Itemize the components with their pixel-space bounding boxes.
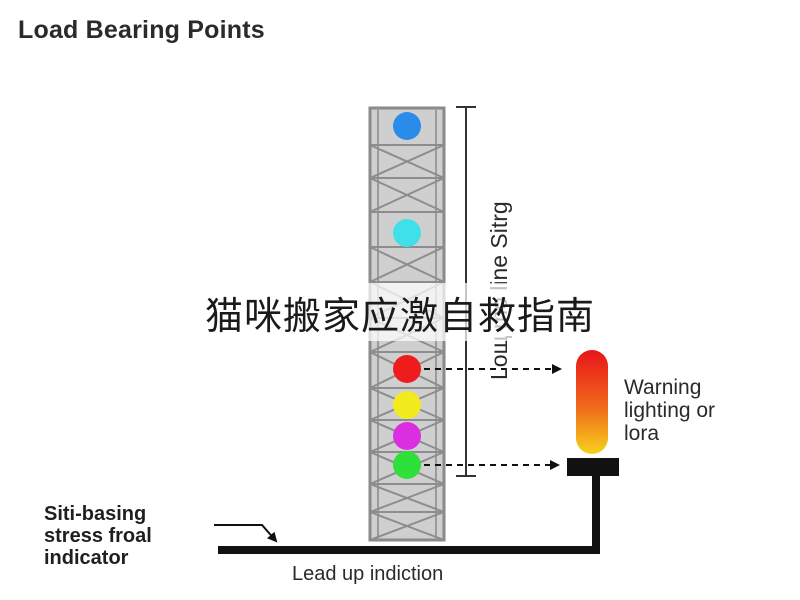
diagram-title: Load Bearing Points xyxy=(18,16,265,44)
lead-up-label: Lead up indiction xyxy=(292,563,444,585)
light-green xyxy=(393,451,421,479)
stress-indicator-line: Siti-basing xyxy=(44,503,147,525)
warning-light xyxy=(576,350,608,454)
warning-label-line: lighting or xyxy=(624,399,716,422)
stress-indicator-line: indicator xyxy=(44,547,129,569)
light-red xyxy=(393,355,421,383)
light-blue xyxy=(393,112,421,140)
overlay-banner: 猫咪搬家应激自救指南 xyxy=(0,283,800,341)
lead-line xyxy=(218,476,600,554)
overlay-banner-background xyxy=(228,283,572,341)
warning-label: Warning lighting or lora xyxy=(624,376,794,445)
warning-label-line: Warning xyxy=(624,376,702,399)
stress-indicator-line: stress froal xyxy=(44,525,152,547)
light-cyan xyxy=(393,219,421,247)
warning-label-line: lora xyxy=(624,422,660,445)
light-magenta xyxy=(393,422,421,450)
stress-indicator-label: Siti-basing stress froal indicator xyxy=(44,503,214,569)
indicator-pointer xyxy=(214,524,278,543)
overlay-banner-text: 猫咪搬家应激自救指南 xyxy=(204,293,595,338)
connector-block xyxy=(567,458,619,476)
light-yellow xyxy=(393,391,421,419)
